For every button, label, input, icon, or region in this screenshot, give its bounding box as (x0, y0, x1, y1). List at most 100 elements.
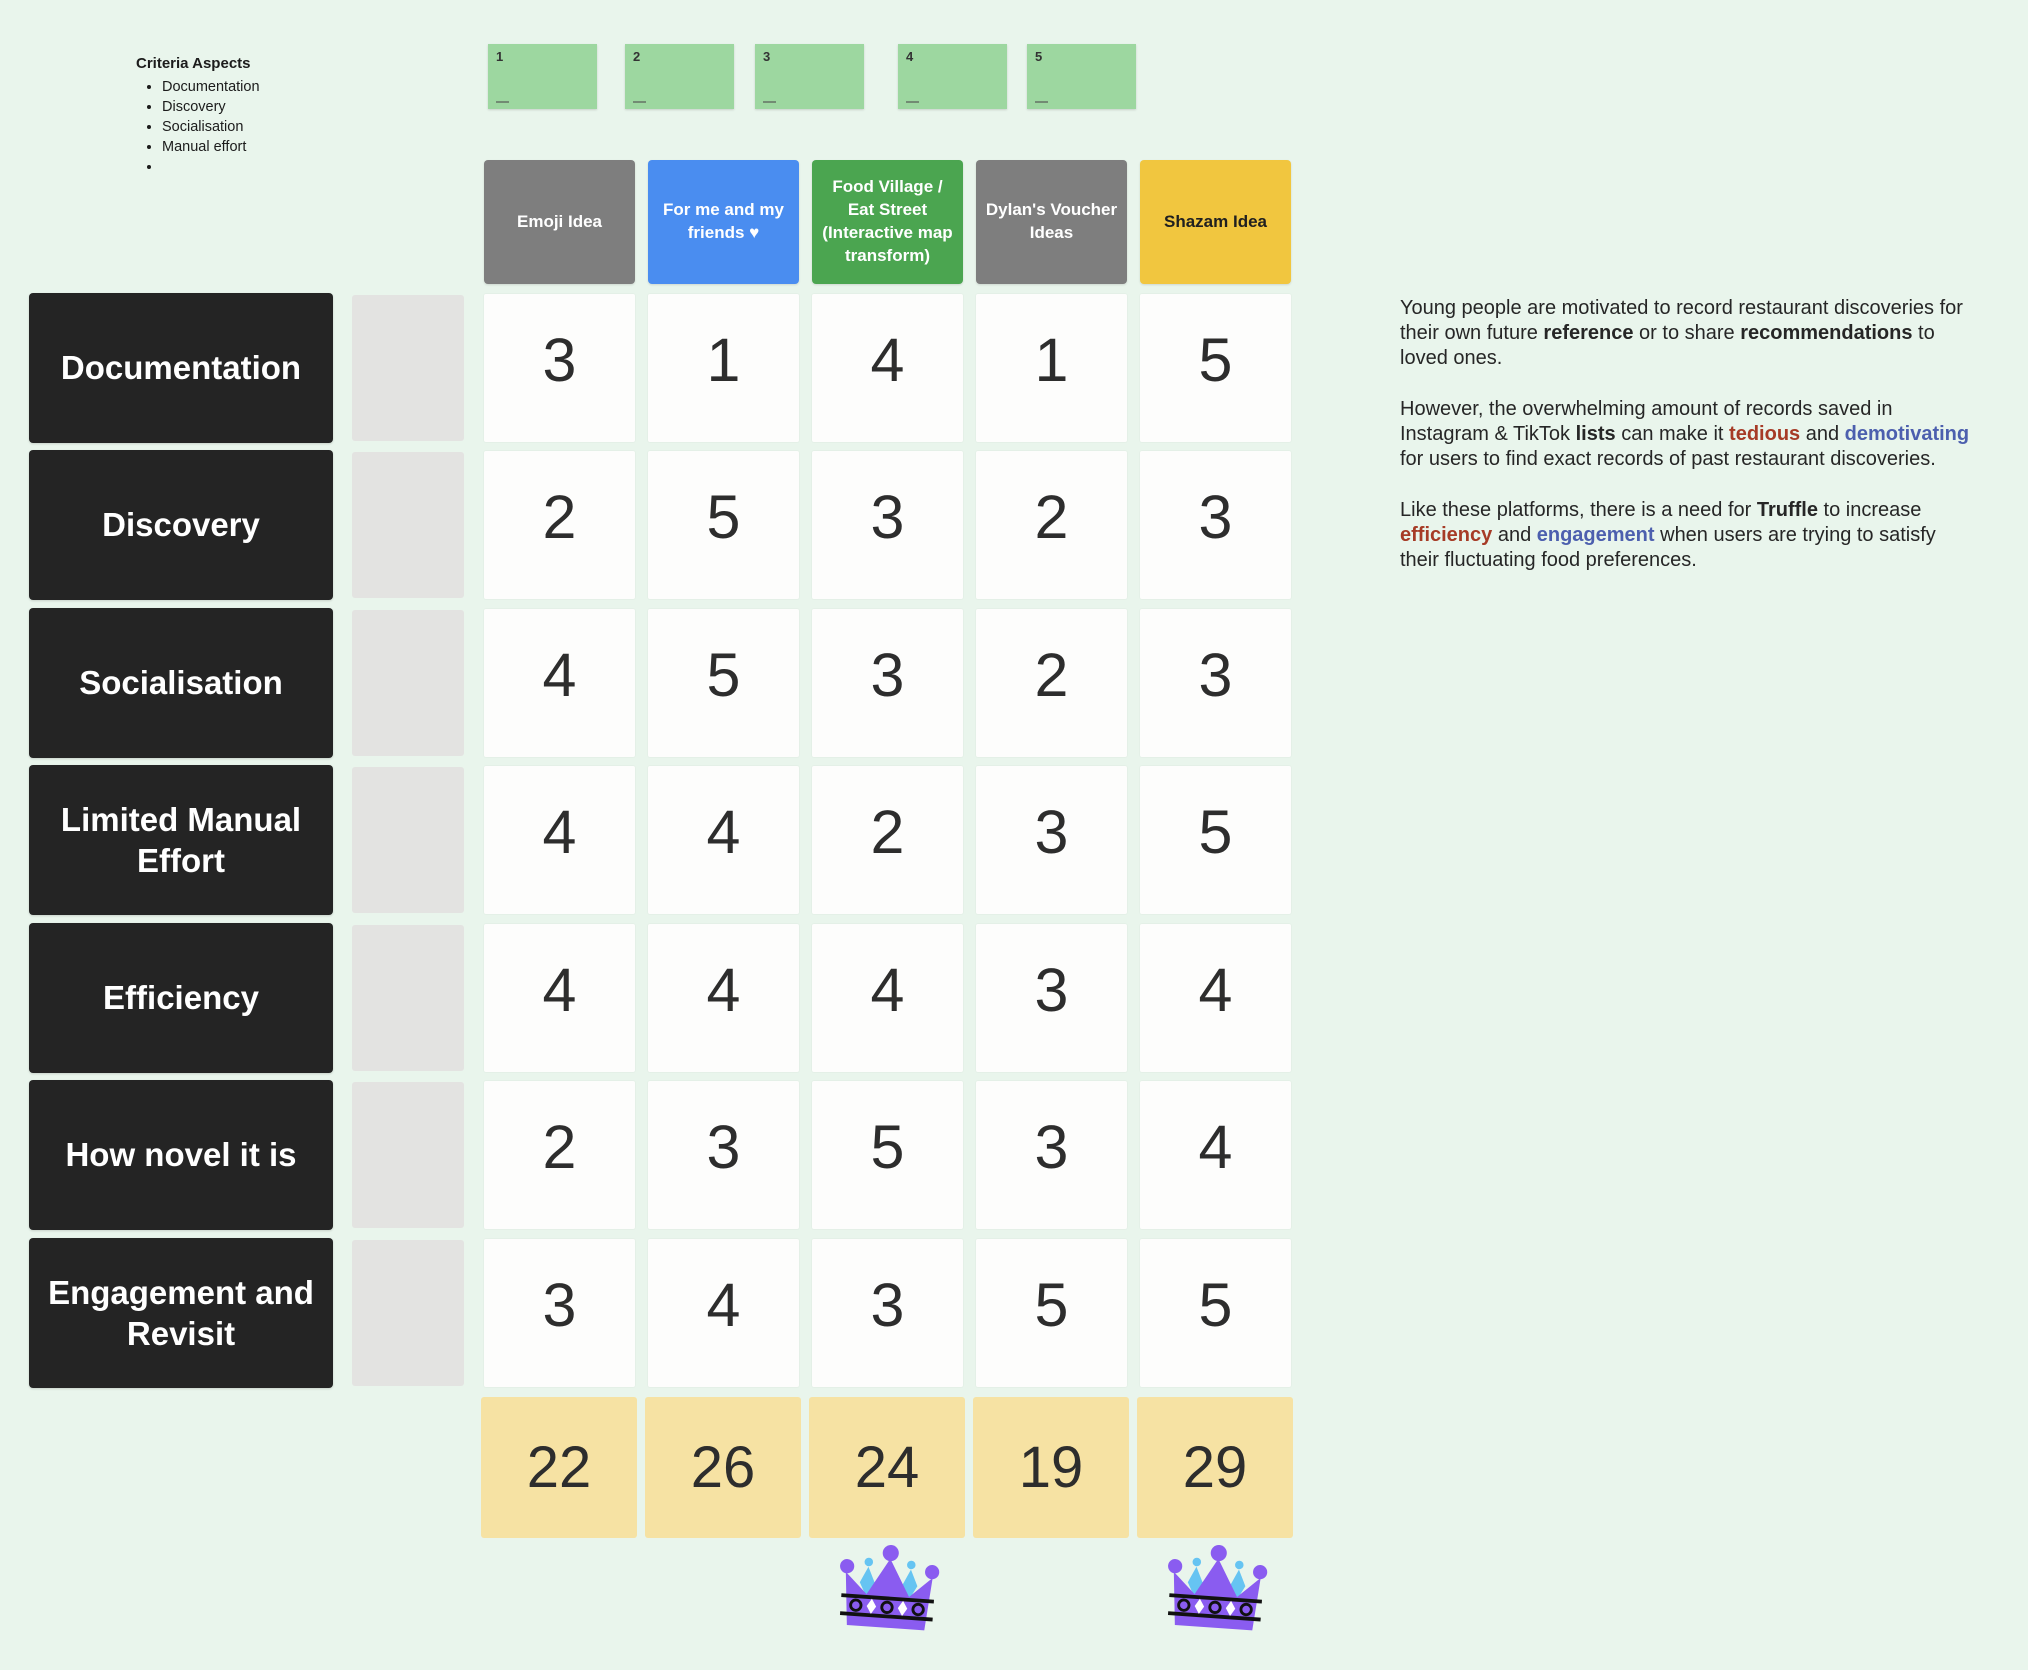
problem-statement-text[interactable]: Young people are motivated to record res… (1400, 296, 1974, 599)
score-cell[interactable]: 5 (812, 1081, 963, 1229)
score-value: 4 (706, 956, 741, 1024)
empty-weight-cell[interactable] (352, 452, 464, 598)
score-value: 1 (706, 326, 741, 394)
score-cell[interactable]: 4 (648, 1239, 799, 1387)
text-run: However, the overwhelming amount of reco… (1400, 398, 1893, 445)
score-cell[interactable]: 3 (1140, 451, 1291, 599)
score-value: 2 (542, 483, 577, 551)
score-value: 3 (542, 1271, 577, 1339)
empty-weight-cell[interactable] (352, 767, 464, 913)
total-cell[interactable]: 26 (645, 1397, 801, 1538)
score-cell[interactable]: 4 (484, 924, 635, 1072)
total-cell[interactable]: 22 (481, 1397, 637, 1538)
score-cell[interactable]: 5 (1140, 766, 1291, 914)
score-cell[interactable]: 2 (484, 451, 635, 599)
text-run: Young people are motivated to record res… (1400, 297, 1963, 344)
score-cell[interactable]: 4 (648, 924, 799, 1072)
winner-crown-icon[interactable] (1163, 1540, 1269, 1636)
score-cell[interactable]: 5 (648, 451, 799, 599)
row-label-2[interactable]: Discovery (29, 450, 333, 600)
row-label-6[interactable]: How novel it is (29, 1080, 333, 1230)
sticky-note-number: 4 (906, 49, 914, 64)
score-cell[interactable]: 4 (1140, 924, 1291, 1072)
sticky-note-1[interactable]: 1 (488, 44, 597, 109)
score-cell[interactable]: 5 (1140, 294, 1291, 442)
score-value: 5 (1034, 1271, 1069, 1339)
score-value: 5 (1198, 1271, 1233, 1339)
winner-crown-icon[interactable] (835, 1540, 941, 1636)
sticky-note-2[interactable]: 2 (625, 44, 734, 109)
score-cell[interactable]: 3 (812, 609, 963, 757)
row-label-1[interactable]: Documentation (29, 293, 333, 443)
score-value: 3 (1034, 956, 1069, 1024)
score-cell[interactable]: 4 (648, 766, 799, 914)
score-cell[interactable]: 4 (484, 609, 635, 757)
row-label-4[interactable]: Limited Manual Effort (29, 765, 333, 915)
column-header-3[interactable]: Food Village / Eat Street (Interactive m… (812, 160, 963, 284)
score-cell[interactable]: 3 (484, 294, 635, 442)
score-value: 3 (1034, 1113, 1069, 1181)
score-cell[interactable]: 5 (648, 609, 799, 757)
total-cell[interactable]: 24 (809, 1397, 965, 1538)
score-cell[interactable]: 3 (484, 1239, 635, 1387)
score-cell[interactable]: 3 (976, 1081, 1127, 1229)
score-cell[interactable]: 2 (484, 1081, 635, 1229)
text-run: can make it (1615, 423, 1730, 445)
text-run: engagement (1536, 524, 1655, 546)
score-cell[interactable]: 5 (1140, 1239, 1291, 1387)
score-cell[interactable]: 3 (1140, 609, 1291, 757)
row-label-5[interactable]: Efficiency (29, 923, 333, 1073)
score-value: 3 (1034, 798, 1069, 866)
empty-weight-cell[interactable] (352, 1082, 464, 1228)
criteria-aspect-item: Discovery (162, 97, 260, 117)
sticky-note-4[interactable]: 4 (898, 44, 1007, 109)
score-cell[interactable]: 3 (812, 1239, 963, 1387)
empty-weight-cell[interactable] (352, 610, 464, 756)
score-cell[interactable]: 4 (812, 294, 963, 442)
score-cell[interactable]: 4 (1140, 1081, 1291, 1229)
score-cell[interactable]: 3 (976, 766, 1127, 914)
row-label-7[interactable]: Engagement and Revisit (29, 1238, 333, 1388)
column-header-4[interactable]: Dylan's Voucher Ideas (976, 160, 1127, 284)
score-value: 5 (1198, 326, 1233, 394)
score-cell[interactable]: 1 (648, 294, 799, 442)
column-header-2[interactable]: For me and my friends ♥ (648, 160, 799, 284)
sticky-note-3[interactable]: 3 (755, 44, 864, 109)
criteria-aspects-note[interactable]: Criteria Aspects Documentation Discovery… (136, 55, 260, 177)
row-label-3[interactable]: Socialisation (29, 608, 333, 758)
score-value: 4 (1198, 956, 1233, 1024)
score-cell[interactable]: 5 (976, 1239, 1127, 1387)
score-cell[interactable]: 4 (484, 766, 635, 914)
score-cell[interactable]: 1 (976, 294, 1127, 442)
total-value: 26 (690, 1435, 756, 1500)
total-cell[interactable]: 29 (1137, 1397, 1293, 1538)
text-run: reference (1543, 322, 1634, 344)
score-cell[interactable]: 4 (812, 924, 963, 1072)
score-value: 3 (706, 1113, 741, 1181)
total-cell[interactable]: 19 (973, 1397, 1129, 1538)
score-cell[interactable]: 2 (976, 451, 1127, 599)
text-run: Like these platforms, there is a need fo… (1400, 499, 1757, 521)
score-value: 4 (870, 956, 905, 1024)
sticky-note-number: 1 (496, 49, 504, 64)
score-cell[interactable]: 2 (976, 609, 1127, 757)
text-run: or to share (1633, 322, 1741, 344)
criteria-aspects-list: Documentation Discovery Socialisation Ma… (136, 77, 260, 177)
column-header-5[interactable]: Shazam Idea (1140, 160, 1291, 284)
score-cell[interactable]: 3 (812, 451, 963, 599)
score-cell[interactable]: 3 (648, 1081, 799, 1229)
score-value: 4 (706, 1271, 741, 1339)
sticky-note-5[interactable]: 5 (1027, 44, 1136, 109)
score-cell[interactable]: 3 (976, 924, 1127, 1072)
text-run: to increase (1817, 499, 1922, 521)
empty-weight-cell[interactable] (352, 295, 464, 441)
column-header-1[interactable]: Emoji Idea (484, 160, 635, 284)
score-value: 5 (1198, 798, 1233, 866)
sticky-note-number: 2 (633, 49, 641, 64)
empty-weight-cell[interactable] (352, 1240, 464, 1386)
problem-paragraph-1: Young people are motivated to record res… (1400, 296, 1974, 371)
empty-weight-cell[interactable] (352, 925, 464, 1071)
note-signature (496, 101, 509, 103)
score-cell[interactable]: 2 (812, 766, 963, 914)
